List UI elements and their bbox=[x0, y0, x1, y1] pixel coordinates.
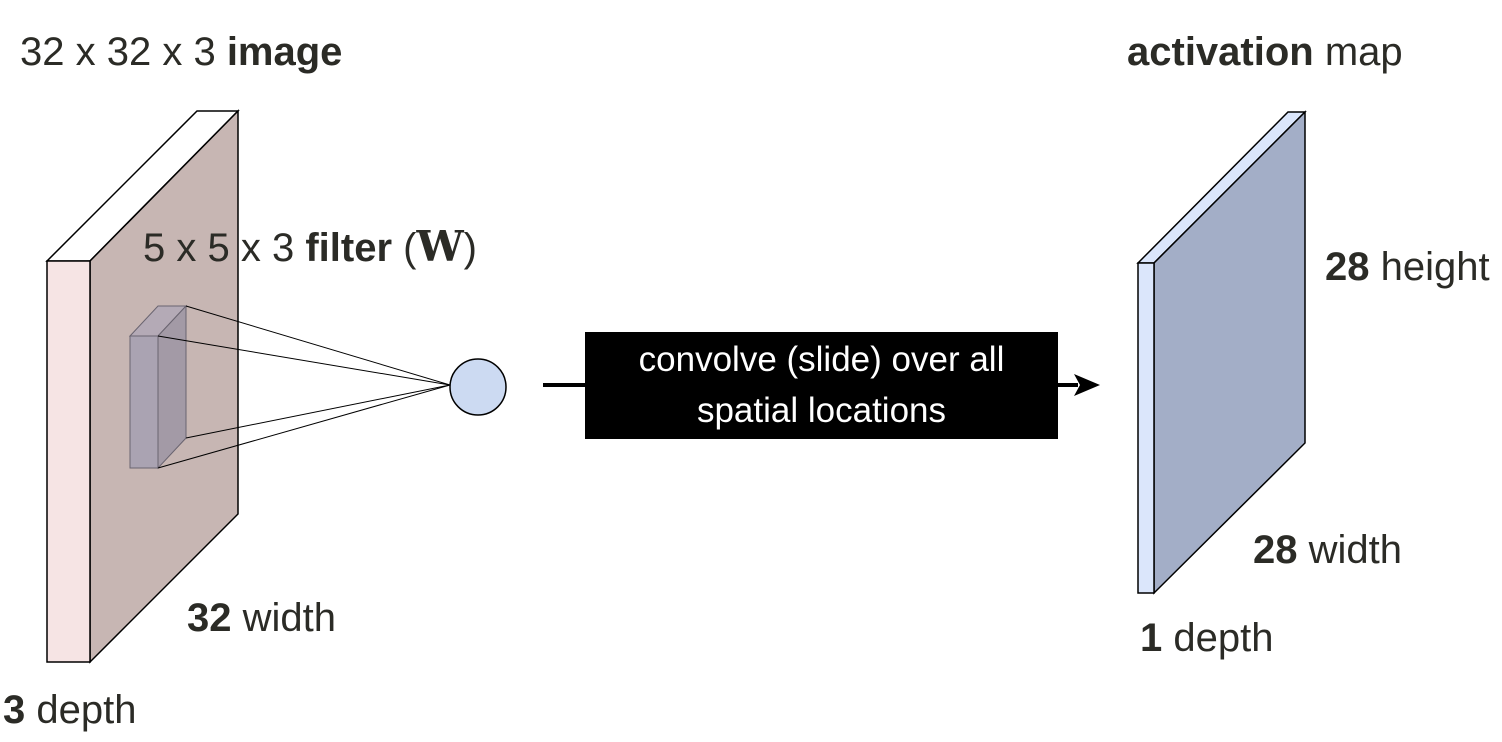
filter-front-face bbox=[129, 335, 159, 469]
output-height-unit: height bbox=[1380, 245, 1490, 289]
input-volume-title-bold: image bbox=[226, 30, 343, 74]
output-height-label: 28 height bbox=[1325, 247, 1490, 287]
output-depth-unit: depth bbox=[1173, 616, 1274, 660]
neuron-node bbox=[449, 358, 507, 416]
filter-label-bold: filter bbox=[305, 226, 393, 270]
input-width-label: 32 width bbox=[187, 598, 336, 638]
connection-line bbox=[157, 335, 451, 386]
input-volume-title: 32 x 32 x 3 image bbox=[20, 32, 342, 72]
activation-map-title-bold: activation bbox=[1127, 30, 1314, 74]
arrow-head bbox=[1074, 374, 1100, 396]
operation-line-1: convolve (slide) over all bbox=[638, 339, 1005, 379]
activation-map-title: activation map bbox=[1127, 32, 1403, 72]
output-depth-value: 1 bbox=[1140, 616, 1163, 660]
convolve-operation-box: convolve (slide) over all spatial locati… bbox=[585, 332, 1058, 439]
filter-volume bbox=[128, 304, 188, 470]
filter-to-neuron-lines bbox=[157, 305, 451, 469]
input-width-value: 32 bbox=[187, 596, 232, 640]
output-depth-label: 1 depth bbox=[1140, 618, 1273, 658]
operation-line-2: spatial locations bbox=[696, 390, 947, 430]
filter-label: 5 x 5 x 3 filter (W) bbox=[143, 226, 477, 270]
activation-map-title-rest: map bbox=[1324, 30, 1403, 74]
input-depth-value: 3 bbox=[3, 688, 26, 732]
filter-weight-symbol: W bbox=[416, 222, 464, 271]
filter-paren-open: ( bbox=[403, 226, 417, 270]
output-width-unit: width bbox=[1308, 528, 1403, 572]
output-height-value: 28 bbox=[1325, 245, 1370, 289]
connection-line bbox=[185, 305, 451, 386]
output-width-value: 28 bbox=[1253, 528, 1298, 572]
input-volume-dims: 32 x 32 x 3 bbox=[20, 30, 216, 74]
connection-line bbox=[157, 384, 451, 469]
connection-line bbox=[185, 384, 451, 439]
input-volume-front-face bbox=[46, 260, 91, 663]
output-width-label: 28 width bbox=[1253, 530, 1402, 570]
filter-dims: 5 x 5 x 3 bbox=[143, 226, 295, 270]
filter-paren-close: ) bbox=[463, 226, 477, 270]
input-depth-unit: depth bbox=[36, 688, 137, 732]
input-depth-label: 3 depth bbox=[3, 690, 136, 730]
activation-map-volume bbox=[1136, 110, 1307, 595]
activation-map-front-face bbox=[1137, 262, 1155, 594]
input-width-unit: width bbox=[242, 596, 337, 640]
